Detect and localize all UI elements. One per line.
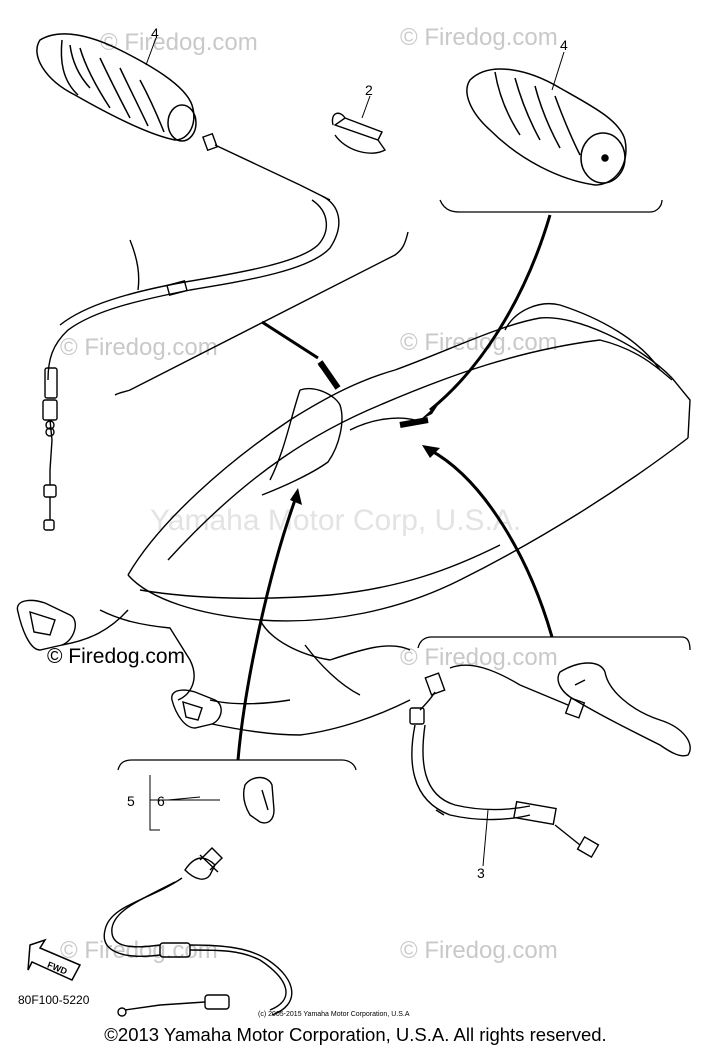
leader-grip-right (551, 51, 565, 91)
part-code: 80F100-5220 (18, 993, 90, 1007)
brake-cable (409, 664, 600, 859)
clip (331, 112, 387, 154)
throttle-cable (42, 132, 340, 531)
left-grip (36, 33, 197, 142)
right-grip (466, 68, 627, 186)
leader-switch (149, 775, 220, 831)
callout-switch-assy: 5 (127, 793, 135, 809)
watermark-mid-right: © Firedog.com (400, 329, 558, 356)
watermarks: © Firedog.com © Firedog.com © Firedog.co… (60, 24, 558, 964)
arrow-grip-head (420, 402, 440, 420)
watermark-mid-left: © Firedog.com (60, 334, 218, 361)
brake-lever (557, 662, 691, 757)
watermark-top-left: © Firedog.com (100, 29, 258, 56)
callout-clip: 2 (365, 82, 373, 98)
arrow-switch (236, 499, 297, 761)
small-copyright: (c) 2005-2015 Yamaha Motor Corporation, … (258, 1011, 410, 1018)
watermark-bottom-right: © Firedog.com (400, 937, 558, 964)
leader-brake (482, 809, 489, 867)
leader-switch-part (167, 796, 201, 801)
callout-grip-right: 4 (560, 37, 568, 53)
switch-assembly (103, 776, 293, 1017)
watermark-top-right: © Firedog.com (400, 24, 558, 51)
callout-brake-cable: 3 (477, 865, 485, 881)
arrow-grip (429, 214, 552, 412)
watermark-left-dark: © Firedog.com (47, 645, 185, 668)
snowmobile-body (16, 303, 691, 736)
leader-grip-left (145, 37, 157, 66)
arrow-brake-head (422, 445, 440, 458)
callout-switch-part: 6 (157, 793, 165, 809)
arrow-brake (429, 448, 554, 638)
bracket-brake (417, 636, 691, 651)
copyright-notice: ©2013 Yamaha Motor Corporation, U.S.A. A… (104, 1024, 607, 1045)
watermark-center: Yamaha Motor Corp, U.S.A. (150, 504, 521, 537)
leader-clip (361, 95, 371, 119)
bracket-grips (439, 199, 663, 213)
bracket-throttle (114, 231, 409, 396)
callout-grip-left: 4 (151, 25, 159, 41)
bracket-switch (117, 759, 357, 771)
arrow-switch-head (290, 488, 302, 505)
arrow-throttle (261, 320, 341, 390)
